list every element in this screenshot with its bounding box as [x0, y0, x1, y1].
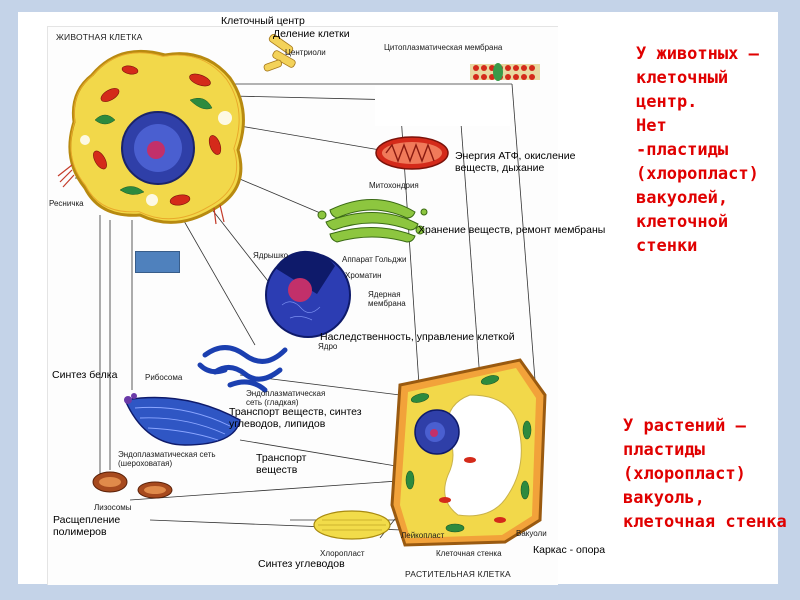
- label-nuclear-membrane: Ядерная мембрана: [368, 290, 406, 308]
- label-mask: [375, 86, 510, 126]
- label-transport-synthesis: Транспорт веществ, синтез углеводов, лип…: [229, 406, 362, 430]
- label-protein-synthesis: Синтез белка: [52, 369, 118, 381]
- label-leucoplast: Лейкопласт: [401, 531, 445, 540]
- mitochondrion: [375, 136, 449, 170]
- label-storage: Хранение веществ, ремонт мембраны: [418, 224, 606, 236]
- label-atp: Энергия АТФ, окисление веществ, дыхание: [455, 150, 576, 174]
- label-mitochondria: Митохондрия: [369, 181, 419, 190]
- label-chromatin: Хроматин: [345, 271, 382, 280]
- golgi-apparatus: [317, 199, 428, 243]
- label-centrioles: Центриоли: [285, 48, 326, 57]
- lysosomes: [92, 471, 173, 499]
- chloroplast: [313, 510, 391, 540]
- label-vacuoles: Вакуоли: [516, 529, 547, 538]
- label-transport: Транспорт веществ: [256, 452, 307, 476]
- label-ribosome: Рибосома: [145, 373, 183, 382]
- label-heredity: Наследственность, управление клеткой: [320, 331, 515, 343]
- callout-plants: У растений – пластиды (хлоропласт) вакуо…: [623, 416, 787, 532]
- label-cell-wall: Клеточная стенка: [436, 549, 502, 558]
- label-nucleolus: Ядрышко: [253, 251, 289, 260]
- label-chloroplast: Хлоропласт: [320, 549, 365, 558]
- animal-cell: [57, 49, 245, 225]
- label-lysosomes: Лизосомы: [94, 503, 132, 512]
- label-smooth-er: Эндоплазматическая сеть (гладкая): [246, 389, 326, 407]
- plant-cell: [390, 358, 547, 547]
- label-nucleus: Ядро: [318, 342, 338, 351]
- label-carb-synthesis: Синтез углеводов: [258, 558, 345, 570]
- centrioles: [263, 34, 296, 72]
- callout-animals: У животных – клеточный центр. Нет -пласт…: [636, 44, 759, 256]
- label-cell-center: Клеточный центр: [221, 15, 305, 27]
- label-golgi: Аппарат Гольджи: [342, 255, 407, 264]
- placeholder-box: [135, 251, 180, 273]
- label-plant-cell: РАСТИТЕЛЬНАЯ КЛЕТКА: [405, 569, 511, 579]
- rough-er: [123, 396, 241, 446]
- label-cell-division: Деление клетки: [273, 28, 350, 40]
- label-cilia: Ресничка: [49, 199, 84, 208]
- label-support: Каркас - опора: [533, 544, 606, 556]
- cyto-membrane: [470, 63, 540, 81]
- label-animal-cell: ЖИВОТНАЯ КЛЕТКА: [56, 32, 143, 42]
- label-polymer-breakdown: Расщепление полимеров: [53, 514, 121, 538]
- ribosome: [124, 393, 137, 404]
- nucleus-detail: [265, 250, 351, 338]
- label-rough-er: Эндоплазматическая сеть (шероховатая): [118, 450, 216, 468]
- label-cyto-membrane: Цитоплазматическая мембрана: [384, 43, 503, 52]
- smooth-er: [197, 345, 288, 393]
